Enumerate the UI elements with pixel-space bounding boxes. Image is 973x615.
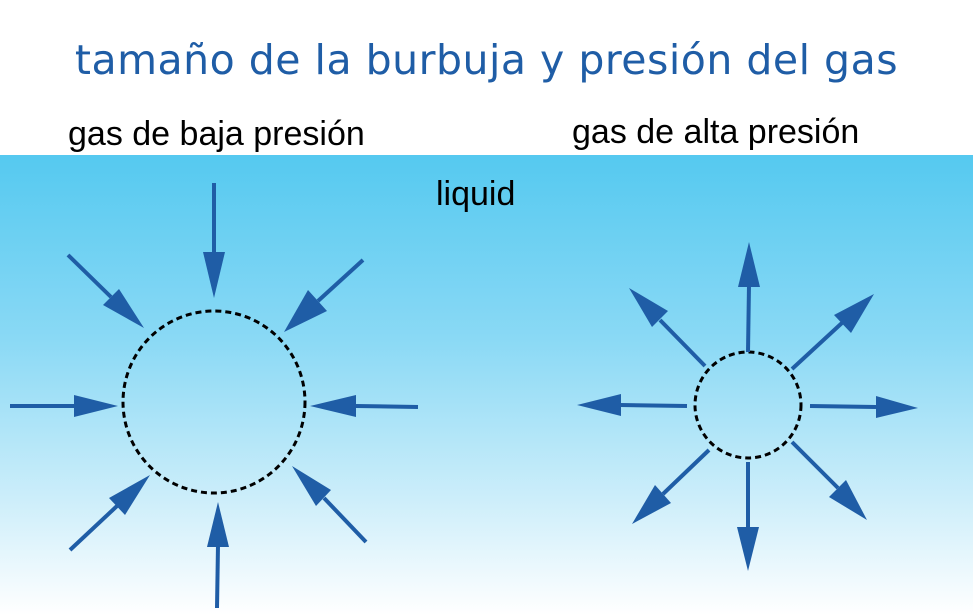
outward-arrow-top-left — [629, 288, 707, 368]
outward-arrow-bottom — [737, 462, 759, 571]
low-pressure-bubble — [121, 309, 307, 495]
inward-arrow-left — [10, 395, 118, 417]
outward-arrow-right — [809, 396, 918, 418]
high-pressure-bubble — [693, 350, 803, 460]
inward-arrow-bottom-left — [68, 475, 150, 552]
liquid-label: liquid — [436, 175, 516, 213]
inward-arrow-right — [310, 395, 419, 417]
inward-arrow-bottom — [207, 502, 229, 609]
inward-arrow-top-left — [66, 253, 144, 328]
outward-arrow-left — [577, 394, 688, 416]
low-pressure-label: gas de baja presión — [68, 115, 365, 153]
high-pressure-bubble-group — [577, 242, 918, 571]
inward-arrow-top-right — [284, 258, 365, 332]
outward-arrow-bottom-left — [632, 448, 711, 524]
high-pressure-label: gas de alta presión — [572, 113, 860, 151]
liquid-region — [0, 155, 973, 615]
diagram-title: tamaño de la burbuja y presión del gas — [74, 36, 899, 84]
low-pressure-bubble-group — [10, 183, 419, 609]
outward-arrow-top — [738, 242, 760, 353]
inward-arrow-top — [203, 183, 225, 298]
outward-arrow-top-right — [790, 294, 874, 371]
outward-arrow-bottom-right — [790, 440, 867, 520]
inward-arrow-bottom-right — [292, 466, 368, 544]
